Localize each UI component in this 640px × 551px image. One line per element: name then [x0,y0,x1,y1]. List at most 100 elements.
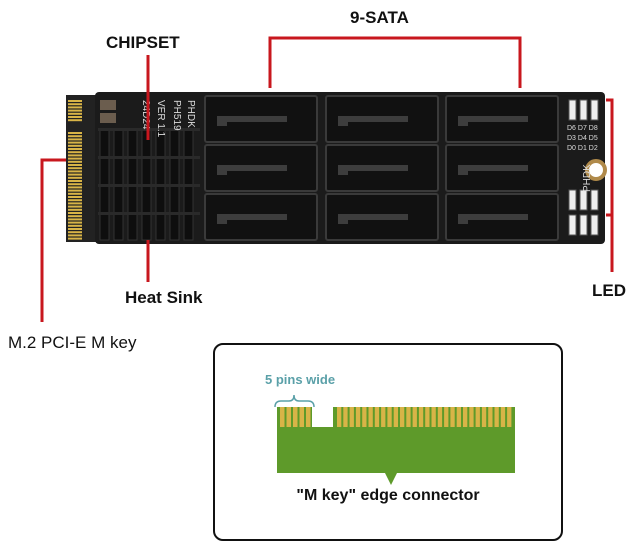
sata-port-key [458,214,528,224]
gold-pin [418,407,424,427]
gold-pin [343,407,348,427]
led-label-text: D3 D4 D5 [567,135,598,142]
gold-pin [68,160,82,163]
gold-pin [444,407,449,427]
gold-pin [349,407,354,427]
gold-pin [68,215,82,218]
sata-port-key [458,116,528,126]
gold-pin [68,154,82,157]
gold-pin [337,407,342,427]
silkscreen-text: PHDK [582,164,593,192]
gold-pin [368,407,373,427]
gold-pin [68,228,82,230]
gold-pin [68,148,82,150]
gold-pin [68,208,82,211]
gold-pin [431,407,436,427]
gold-pin [437,407,443,427]
led [579,99,588,121]
gold-pin [68,196,82,198]
led [590,214,599,236]
gold-pin [68,151,82,154]
led [568,189,577,211]
gold-pin [387,407,392,427]
led [590,189,599,211]
led [568,99,577,121]
gold-pin [68,180,82,182]
heatsink-bar [98,184,200,187]
gold-pin [507,407,512,427]
led [579,214,588,236]
sata-label: 9-SATA [350,8,409,27]
gold-pin [68,132,82,134]
silkscreen-text: 24D24 [140,100,151,130]
gold-pin [68,176,82,179]
sata-port-key [217,116,287,126]
gold-pin [374,407,380,427]
pcb-green [277,407,515,485]
gold-pin [293,407,298,427]
gold-pin [68,186,82,189]
led-label-text: D0 D1 D2 [567,145,598,152]
led [579,189,588,211]
gold-pin [393,407,398,427]
gold-pin [68,100,82,102]
gold-pin [68,141,82,144]
sata-bracket [268,36,522,88]
sata-port-key [338,116,408,126]
heat-sink-label: Heat Sink [125,288,203,307]
heatsink-bar [98,156,200,159]
m-key-inset: 5 pins wide "M key" edge connector [213,343,563,541]
gold-pin [400,407,405,427]
gold-pin [68,157,82,160]
gold-pin [68,112,82,115]
gold-pin [68,106,82,109]
silkscreen-text: VER 1.1 [155,100,166,138]
gold-pin [469,407,474,427]
gold-pin [68,221,82,224]
gold-pin [68,164,82,166]
gold-pin [68,237,82,240]
pins-brace [274,394,315,408]
gold-pin [68,224,82,227]
led-label: LED [592,281,626,300]
gold-pin [68,212,82,214]
gold-pin [362,407,367,427]
gold-pin [481,407,487,427]
gold-pin [68,173,82,176]
led [590,99,599,121]
gold-pin [355,407,361,427]
gold-pin [68,103,82,106]
mounting-hole [585,159,607,181]
gold-pin [500,407,506,427]
gold-pin [68,192,82,195]
gold-pin [68,144,82,147]
gold-pin [68,202,82,205]
m2-pointer [40,158,66,322]
gold-pin [68,205,82,208]
capacitor [100,100,116,110]
gold-pin [381,407,386,427]
pins-label: 5 pins wide [265,372,336,387]
gold-pin [68,199,82,202]
gold-pin [68,119,82,122]
chipset-label: CHIPSET [106,33,180,52]
sata-port-key [338,165,408,175]
gold-pin [280,407,285,427]
gold-pin [68,135,82,138]
sata-port-key [458,165,528,175]
gold-pin [286,407,291,427]
gold-pin [68,218,82,221]
gold-pin [306,407,311,427]
led-label-text: D6 D7 D8 [567,125,598,132]
led [568,214,577,236]
gold-pin [68,138,82,141]
edge-connector-diagram [274,394,515,485]
capacitor [100,113,116,123]
sata-port-key [338,214,408,224]
gold-pin [299,407,304,427]
gold-pin [475,407,480,427]
gold-pin [450,407,455,427]
gold-pin [68,189,82,192]
gold-pin [463,407,468,427]
